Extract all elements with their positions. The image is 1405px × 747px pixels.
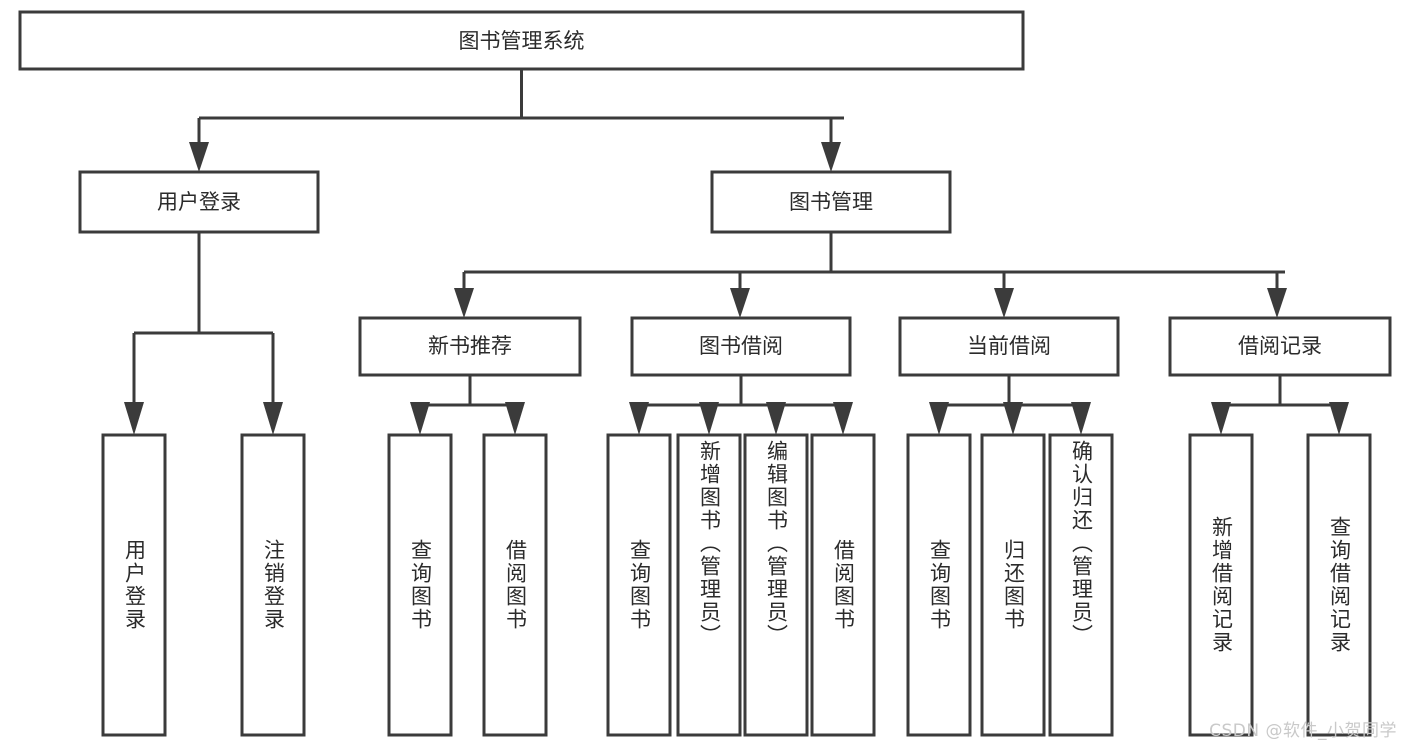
connector-userlogin-to-leaves (124, 232, 283, 435)
node-user-login-box[interactable] (78, 170, 320, 234)
arrow-head-icon (1211, 402, 1231, 435)
node-user-login[interactable]: 用户登录 (78, 170, 320, 234)
node-borrow-record[interactable]: 借阅记录 (1168, 316, 1392, 377)
node-leaf-borrow-book-2-box[interactable] (810, 433, 876, 737)
arrow-head-icon (189, 142, 209, 172)
node-leaf-return-book-box[interactable] (980, 433, 1046, 737)
node-current-borrow-label: 当前借阅 (967, 334, 1051, 358)
arrow-head-icon (263, 402, 283, 435)
connector-bookmanage-to-level3 (454, 232, 1287, 318)
node-root-label: 图书管理系统 (459, 29, 585, 53)
node-user-login-label: 用户登录 (157, 190, 241, 214)
arrow-head-icon (994, 288, 1014, 318)
node-new-book-rec-box[interactable] (358, 316, 582, 377)
connector-borrowrecord-to-leaves (1211, 375, 1349, 435)
node-book-borrow-box[interactable] (630, 316, 852, 377)
arrow-head-icon (1267, 288, 1287, 318)
arrow-head-icon (821, 142, 841, 172)
connector-root-to-level2 (189, 69, 844, 172)
node-borrow-record-box[interactable] (1168, 316, 1392, 377)
node-leaf-add-book-box[interactable] (676, 433, 742, 737)
node-current-borrow-box[interactable] (898, 316, 1120, 377)
arrow-head-icon (1071, 402, 1091, 435)
arrow-head-icon (929, 402, 949, 435)
node-book-manage-box[interactable] (710, 170, 952, 234)
arrow-head-icon (833, 402, 853, 435)
node-leaf-edit-book-box[interactable] (743, 433, 809, 737)
arrow-head-icon (699, 402, 719, 435)
connector-currentborrow-to-leaves (929, 375, 1091, 435)
node-leaf-query-book-1-box[interactable] (387, 433, 453, 737)
node-book-manage-label: 图书管理 (789, 190, 873, 214)
arrow-head-icon (410, 402, 430, 435)
arrow-head-icon (1329, 402, 1349, 435)
arrow-head-icon (1003, 402, 1023, 435)
watermark: CSDN @软件_小贺同学 (1209, 721, 1397, 741)
node-current-borrow[interactable]: 当前借阅 (898, 316, 1120, 377)
node-book-borrow[interactable]: 图书借阅 (630, 316, 852, 377)
node-book-manage[interactable]: 图书管理 (710, 170, 952, 234)
node-leaf-query-record-box[interactable] (1306, 433, 1372, 737)
node-new-book-rec-label: 新书推荐 (428, 334, 512, 358)
node-book-borrow-label: 图书借阅 (699, 334, 783, 358)
arrow-head-icon (124, 402, 144, 435)
node-borrow-record-label: 借阅记录 (1238, 334, 1322, 358)
arrow-head-icon (505, 402, 525, 435)
arrow-head-icon (629, 402, 649, 435)
connector-bookborrow-to-leaves (629, 375, 853, 435)
node-leaf-borrow-book-1-box[interactable] (482, 433, 548, 737)
node-leaf-logout-box[interactable] (240, 433, 306, 737)
node-new-book-rec[interactable]: 新书推荐 (358, 316, 582, 377)
node-root[interactable]: 图书管理系统 (18, 10, 1025, 71)
node-leaf-query-book-2-box[interactable] (606, 433, 672, 737)
arrow-head-icon (730, 288, 750, 318)
node-leaf-user-login-box[interactable] (101, 433, 167, 737)
connector-newbookrec-to-leaves (410, 375, 525, 435)
node-leaf-add-record-box[interactable] (1188, 433, 1254, 737)
arrow-head-icon (454, 288, 474, 318)
node-leaf-query-book-3-box[interactable] (906, 433, 972, 737)
arrow-head-icon (766, 402, 786, 435)
node-root-box[interactable] (18, 10, 1025, 71)
node-leaf-confirm-return-box[interactable] (1048, 433, 1114, 737)
